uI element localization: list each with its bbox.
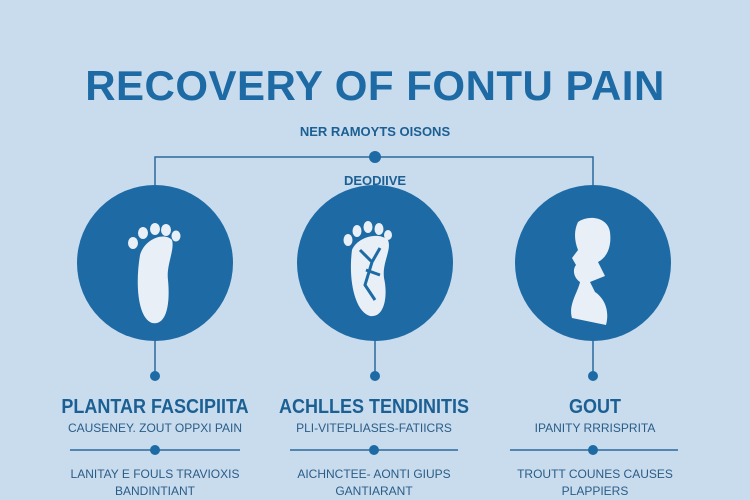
note-line: LANITAY E FOULS TRAVIOXIS <box>70 467 240 481</box>
foot-bones-icon <box>343 221 392 317</box>
condition-desc-gout: IPANITY RRRISPRITA <box>534 421 656 435</box>
page-title: RECOVERY OF FONTU PAIN <box>85 62 665 109</box>
condition-note-gout: TROUTT COUNES CAUSES PLAPPIERS <box>475 466 715 500</box>
subtitle: NER RAMOYTS OISONS <box>299 124 451 139</box>
note-line: TROUTT COUNES CAUSES <box>517 467 673 481</box>
note-line: BANDINTIANT <box>114 484 195 498</box>
foot-icon <box>128 223 181 324</box>
node-dot <box>588 445 598 455</box>
node-dot <box>370 371 380 381</box>
node-dot <box>369 445 379 455</box>
center-label: DEODIIVE <box>343 173 407 188</box>
condition-desc-plantar: CAUSENEY. ZOUT OPPXI PAIN <box>67 421 243 435</box>
head-profile-icon <box>571 217 611 325</box>
condition-name-plantar: PLANTAR FASCIPIITA <box>61 396 249 418</box>
note-line: GANTIARANT <box>335 484 413 498</box>
condition-note-plantar: LANITAY E FOULS TRAVIOXIS BANDINTIANT <box>35 466 275 500</box>
condition-name-achilles: ACHLLES TENDINITIS <box>278 396 470 418</box>
node-dot <box>150 445 160 455</box>
note-line: PLAPPIERS <box>561 484 629 498</box>
condition-note-achilles: AICHNCTEE- AONTI GIUPS GANTIARANT <box>254 466 494 500</box>
note-line: AICHNCTEE- AONTI GIUPS <box>297 467 451 481</box>
node-dot <box>588 371 598 381</box>
condition-name-gout: GOUT <box>568 396 622 418</box>
node-dot <box>369 151 381 163</box>
condition-desc-achilles: PLI-VITEPLIASES-FATIICRS <box>296 421 452 435</box>
node-dot <box>150 371 160 381</box>
